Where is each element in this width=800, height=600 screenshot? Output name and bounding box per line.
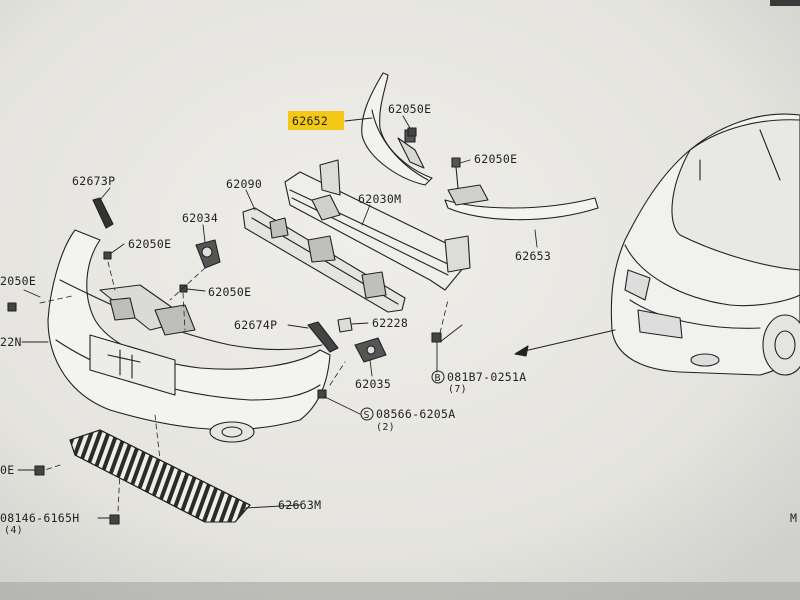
fastener-bolts bbox=[7, 127, 442, 525]
label-62050e-lower: 62050E bbox=[208, 285, 251, 299]
part-labels: 62652 62050E 62050E 62673P 62090 62030M … bbox=[0, 102, 797, 536]
part-62663m-lower-grille bbox=[69, 429, 251, 523]
part-62674p-clip bbox=[307, 321, 339, 353]
label-62674p: 62674P bbox=[234, 318, 277, 332]
part-62228-clip bbox=[337, 317, 353, 333]
circle-s-marker bbox=[360, 407, 374, 421]
circle-b-letter: B bbox=[435, 373, 441, 384]
label-62050e-right: 62050E bbox=[474, 152, 517, 166]
screen-bottom-shadow bbox=[0, 582, 800, 600]
label-62090: 62090 bbox=[226, 177, 262, 191]
part-62035-bracket bbox=[354, 337, 387, 363]
label-62030m: 62030M bbox=[358, 192, 401, 206]
label-62663m: 62663M bbox=[278, 498, 321, 512]
circle-s-letter: S bbox=[364, 410, 370, 421]
label-62652: 62652 bbox=[292, 114, 328, 128]
label-62050e-bottom: 0E bbox=[0, 463, 14, 477]
label-edge-m: M bbox=[790, 511, 797, 525]
screen-corner-bezel bbox=[770, 0, 800, 6]
part-62022n-bumper bbox=[47, 229, 331, 443]
label-62050e-mid: 62050E bbox=[128, 237, 171, 251]
circle-b-marker bbox=[431, 370, 445, 384]
label-bolt-08146-qty: (4) bbox=[4, 525, 23, 536]
label-62022n: 22N bbox=[0, 335, 22, 349]
highlight-62652 bbox=[288, 111, 344, 130]
label-screw-08566-qty: (2) bbox=[376, 422, 395, 433]
label-screw-08566: 08566-6205A bbox=[376, 407, 455, 421]
direction-arrow bbox=[514, 329, 616, 357]
part-62034-bracket bbox=[195, 239, 221, 269]
part-62652-bracket bbox=[361, 72, 433, 186]
label-62050e-left: 2050E bbox=[0, 274, 36, 288]
label-62653: 62653 bbox=[515, 249, 551, 263]
dashed-guides bbox=[39, 261, 449, 513]
part-62653-trim-strip bbox=[444, 157, 599, 221]
label-62035: 62035 bbox=[355, 377, 391, 391]
part-62090-absorber bbox=[242, 207, 406, 313]
label-62050e-top: 62050E bbox=[388, 102, 431, 116]
part-62673p-strip bbox=[92, 197, 114, 229]
vehicle-illustration bbox=[610, 113, 800, 376]
label-62228: 62228 bbox=[372, 316, 408, 330]
label-62034: 62034 bbox=[182, 211, 218, 225]
part-62030m-reinforcement bbox=[284, 159, 471, 291]
leader-lines bbox=[17, 115, 538, 519]
label-62673p: 62673P bbox=[72, 174, 115, 188]
label-bolt-081b7: 081B7-0251A bbox=[447, 370, 526, 384]
label-bolt-081b7-qty: (7) bbox=[448, 384, 467, 395]
label-bolt-08146: 08146-6165H bbox=[0, 511, 79, 525]
